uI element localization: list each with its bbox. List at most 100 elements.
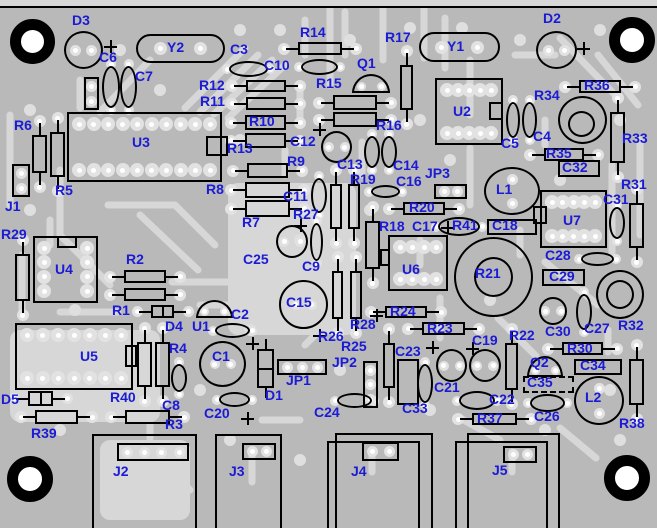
designator-q2: Q2: [530, 354, 549, 370]
designator-c32: C32: [562, 159, 588, 175]
designator-j3: J3: [229, 463, 245, 479]
designator-j2: J2: [113, 463, 129, 479]
plus-d3-bar: [104, 45, 117, 48]
solder-pad: [314, 171, 324, 181]
part-u3-pin: [159, 117, 174, 131]
plus-r27: [294, 219, 307, 232]
part-u5-pin: [82, 328, 97, 342]
plus-r27-bar: [294, 224, 307, 227]
solder-pad: [630, 413, 643, 425]
plus-c12-bar: [313, 128, 326, 131]
solder-pad: [612, 236, 622, 246]
component-lead: [233, 189, 245, 191]
part-u2-pin: [462, 126, 476, 140]
solder-pad: [452, 395, 462, 406]
component-lead: [23, 416, 35, 418]
component-lead: [234, 85, 246, 87]
designator-r24: R24: [390, 303, 416, 319]
component-lead: [510, 390, 513, 402]
solder-pad: [562, 398, 572, 408]
solder-pad: [138, 322, 151, 334]
component-lead: [616, 100, 619, 112]
designator-j4: J4: [351, 463, 367, 479]
designator-d1: D1: [265, 387, 283, 403]
solder-pad: [294, 97, 306, 110]
designator-r10: R10: [249, 113, 275, 129]
part-c10: [301, 59, 338, 75]
component-lead: [174, 310, 186, 313]
designator-r33: R33: [622, 130, 648, 146]
part-u4-pin: [80, 269, 94, 284]
component-lead: [550, 347, 562, 350]
part-c35: [523, 376, 574, 393]
part-u2-pin: [440, 83, 454, 97]
part-u7-pin: [566, 195, 581, 209]
solder-pad: [366, 277, 379, 289]
part-l1: [484, 167, 540, 215]
part-u4-pin: [37, 269, 51, 284]
part-j3-body: [215, 434, 282, 528]
solder-pad: [435, 306, 447, 318]
part-u6-notch: [380, 249, 390, 266]
designator-c13: C13: [337, 156, 363, 172]
part-jp2: [363, 361, 378, 408]
part-r2b: [124, 288, 166, 301]
solder-pad: [331, 251, 344, 263]
plus-c17-bar: [441, 226, 454, 229]
part-d1-cathode-band: [259, 367, 272, 370]
part-j3-pins-pin: [246, 446, 258, 457]
designator-c11: C11: [283, 188, 308, 204]
part-u6-pin: [417, 272, 431, 286]
component-lead: [567, 85, 579, 88]
part-u5-pin: [51, 328, 66, 342]
component-lead: [377, 118, 389, 121]
component-lead: [377, 101, 389, 104]
part-jp1: [277, 359, 327, 375]
component-lead: [353, 229, 355, 241]
component-lead: [233, 207, 245, 210]
designator-r32: R32: [618, 317, 644, 333]
designator-r11: R11: [200, 93, 225, 109]
part-j5-pins-pin: [521, 449, 533, 460]
designator-u4: U4: [55, 261, 73, 277]
component-lead: [373, 311, 385, 313]
part-u2-pin: [473, 126, 487, 140]
solder-pad: [247, 394, 257, 405]
part-u4-pin: [80, 255, 94, 270]
part-c33: [417, 364, 433, 403]
designator-r22: R22: [509, 327, 535, 343]
component-lead: [21, 301, 24, 313]
solder-pad: [225, 116, 237, 129]
plus-c20-bar: [241, 417, 254, 420]
designator-r37: R37: [477, 410, 503, 426]
copper-pour: [0, 0, 657, 6]
solder-pad: [247, 325, 257, 336]
designator-r23: R23: [427, 320, 453, 336]
solder-pad: [384, 165, 394, 175]
solder-pad: [612, 200, 622, 210]
part-u6-pin: [429, 272, 443, 286]
solder-pad: [104, 288, 116, 301]
designator-c27: C27: [584, 320, 610, 336]
part-d2: [536, 31, 577, 69]
part-j4-body-a: [327, 441, 420, 528]
part-r16: [333, 112, 377, 127]
component-lead: [286, 85, 298, 87]
part-jp1-pin: [281, 361, 293, 373]
designator-c25: C25: [243, 251, 269, 267]
designator-r40: R40: [110, 389, 136, 405]
part-d5: [28, 391, 53, 406]
part-r13: [245, 133, 286, 148]
part-u7-notch: [533, 206, 547, 224]
component-lead: [517, 418, 529, 420]
solder-pad: [86, 411, 98, 423]
component-lead: [166, 293, 178, 296]
part-c26: [530, 394, 565, 412]
plus-c23: [426, 341, 439, 354]
designator-c24: C24: [314, 404, 340, 420]
part-r1: [151, 305, 174, 318]
designator-c18: C18: [492, 217, 518, 233]
designator-c30: C30: [545, 323, 571, 339]
component-lead: [113, 416, 125, 418]
part-j1: [12, 164, 30, 197]
